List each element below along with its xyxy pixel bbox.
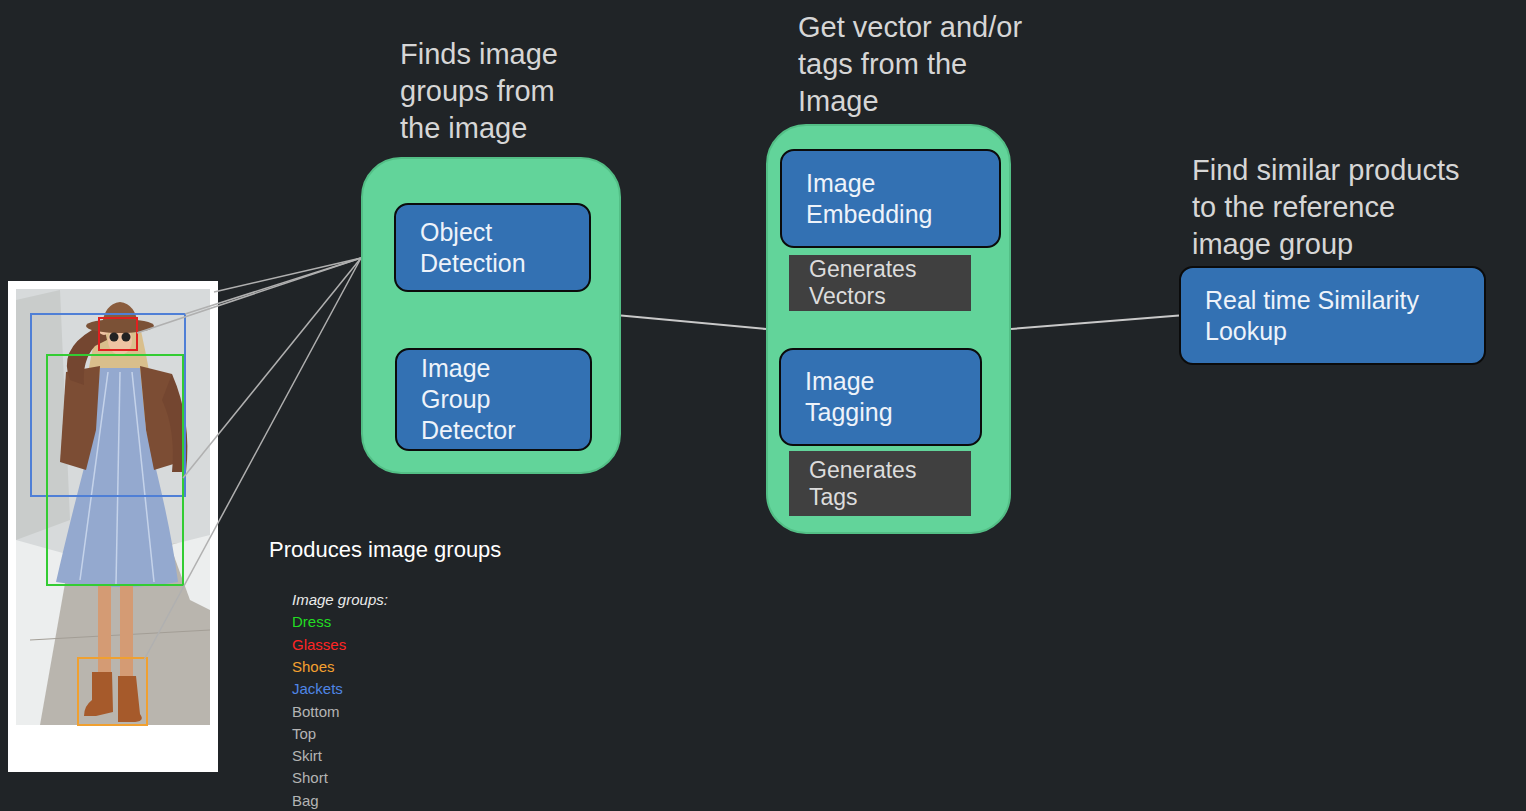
connector <box>621 316 766 330</box>
leader-line <box>214 258 361 292</box>
list-item: Bottom <box>292 701 340 723</box>
photo-dress-stripe <box>116 372 120 585</box>
leader-line <box>183 258 361 478</box>
list-item: Skirt <box>292 745 322 767</box>
photo-leg <box>120 585 133 685</box>
photo-boot <box>84 672 113 716</box>
photo-frame <box>8 281 218 772</box>
box-label: Generates Vectors <box>809 256 957 310</box>
photo-glasses <box>110 333 119 342</box>
list-heading: Image groups: <box>292 589 388 611</box>
box-label: Image Embedding <box>806 168 973 230</box>
box-label: Generates Tags <box>809 457 957 511</box>
process-box: Object Detection <box>394 203 591 292</box>
photo-glasses <box>122 333 131 342</box>
list-item: Jackets <box>292 678 343 700</box>
group-heading: Find similar products to the reference i… <box>1192 152 1480 263</box>
photo-tree <box>16 290 70 540</box>
process-box: Find similar products to the reference i… <box>1179 266 1486 365</box>
group-heading: Finds image groups from the image <box>400 36 595 147</box>
group-panel: Finds image groups from the imageObject … <box>361 157 621 474</box>
output-tag: Generates Tags <box>789 451 971 516</box>
box-label: Image Group Detector <box>421 353 564 446</box>
box-label: Image Tagging <box>805 366 954 428</box>
connector <box>1011 316 1179 330</box>
list-item: Shoes <box>292 656 335 678</box>
output-tag: Generates Vectors <box>789 255 971 311</box>
list-item: Top <box>292 723 316 745</box>
list-item: Short <box>292 767 328 789</box>
group-heading: Get vector and/or tags from the Image <box>798 9 1043 120</box>
group-panel: Get vector and/or tags from the ImageIma… <box>766 124 1011 534</box>
bounding-box <box>99 318 137 350</box>
bounding-box <box>78 658 147 725</box>
photo-boot <box>118 676 142 722</box>
bounding-box <box>31 314 185 496</box>
process-box: Image Group Detector <box>395 348 592 451</box>
box-label: Real time Similarity Lookup <box>1205 285 1458 347</box>
photo-leg <box>98 585 111 680</box>
list-item: Bag <box>292 790 319 811</box>
section-note: Produces image groups <box>269 536 501 564</box>
list-item: Glasses <box>292 634 346 656</box>
box-label: Object Detection <box>420 217 563 279</box>
bounding-box <box>47 355 183 585</box>
process-box: Image Tagging <box>779 348 982 446</box>
list-item: Dress <box>292 611 331 633</box>
process-box: Image Embedding <box>780 149 1001 248</box>
photo-background <box>16 289 210 725</box>
